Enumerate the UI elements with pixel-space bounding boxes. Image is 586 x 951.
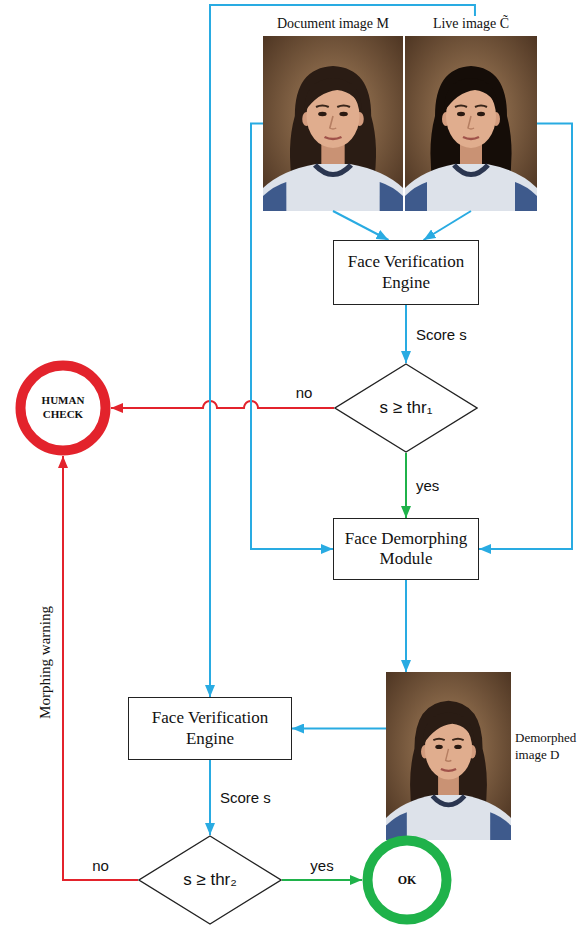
flow-arrow bbox=[111, 401, 334, 408]
process-box: Face Demorphing Module bbox=[333, 518, 479, 580]
document-photo bbox=[263, 36, 403, 211]
flow-arrow bbox=[251, 124, 333, 550]
decision-diamond: s ≥ thr₂ bbox=[138, 835, 282, 925]
face-image: Document image M bbox=[263, 16, 403, 211]
flow-arrow bbox=[282, 879, 362, 881]
terminal-circle: OK bbox=[362, 835, 452, 925]
edge-label: Score s bbox=[414, 326, 469, 343]
node-label: Face Verification Engine bbox=[341, 252, 471, 293]
demorphed-photo bbox=[386, 672, 511, 840]
annotation-label: Morphing warning bbox=[36, 604, 53, 721]
ring-shape bbox=[21, 366, 106, 451]
node-label: Face Verification Engine bbox=[136, 708, 284, 749]
process-box: Face Verification Engine bbox=[333, 240, 479, 305]
face-image: Demorphed image D bbox=[386, 672, 511, 840]
edge-label: no bbox=[90, 857, 111, 874]
diamond-shape bbox=[139, 836, 281, 924]
node-label: Face Demorphing Module bbox=[341, 529, 471, 570]
node-label: s ≥ thr₂ bbox=[183, 870, 237, 890]
face-picture bbox=[386, 672, 511, 840]
flow-arrow bbox=[333, 211, 388, 240]
flow-arrow bbox=[479, 124, 572, 550]
node-label: Demorphed image D bbox=[515, 730, 581, 764]
node-label: Live image C̃ bbox=[405, 16, 537, 36]
edge-label: yes bbox=[308, 857, 335, 874]
face-picture bbox=[405, 36, 537, 211]
edge-label: yes bbox=[414, 477, 441, 494]
photo-frame bbox=[263, 36, 403, 211]
flow-arrow bbox=[210, 5, 475, 697]
flow-arrow bbox=[292, 728, 386, 730]
node-label: OK bbox=[398, 873, 417, 888]
node-label: Document image M bbox=[263, 16, 403, 36]
flow-arrow bbox=[405, 580, 407, 672]
ring-shape bbox=[368, 841, 447, 920]
live-photo bbox=[405, 36, 537, 211]
face-picture bbox=[263, 36, 403, 211]
diamond-shape bbox=[335, 364, 477, 452]
node-label: HUMAN CHECK bbox=[32, 394, 94, 422]
flow-arrow bbox=[405, 453, 407, 518]
decision-diamond: s ≥ thr₁ bbox=[334, 363, 478, 453]
photo-frame bbox=[405, 36, 537, 211]
edge-label: Score s bbox=[218, 789, 273, 806]
flow-arrow bbox=[63, 456, 138, 880]
node-label: s ≥ thr₁ bbox=[380, 398, 433, 418]
flow-arrow bbox=[424, 211, 471, 240]
process-box: Face Verification Engine bbox=[128, 697, 292, 760]
terminal-circle: HUMAN CHECK bbox=[15, 360, 111, 456]
face-image: Live image C̃ bbox=[405, 16, 537, 211]
flow-arrow bbox=[405, 305, 407, 363]
edge-label: no bbox=[294, 384, 315, 401]
flow-arrow bbox=[209, 760, 211, 835]
